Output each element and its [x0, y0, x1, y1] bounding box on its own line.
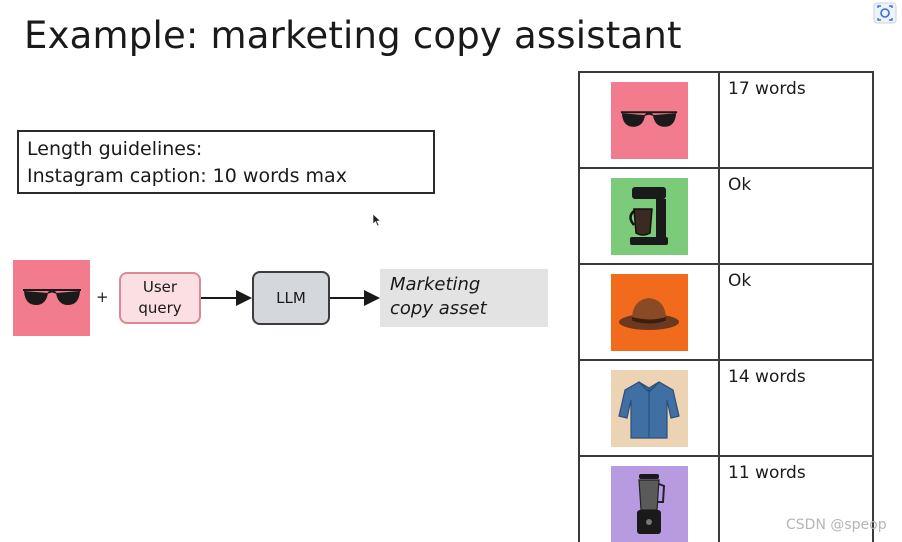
table-row: Ok	[578, 167, 874, 265]
product-tile	[610, 369, 688, 447]
user-query-node: User query	[119, 272, 201, 324]
product-image-cell	[578, 359, 720, 457]
sunglasses-icon	[620, 111, 678, 127]
product-tile	[610, 465, 688, 542]
sunglasses-icon	[22, 289, 81, 305]
hat-icon	[619, 298, 679, 330]
word-count-cell: 11 words	[718, 455, 874, 542]
guidelines-heading: Length guidelines:	[27, 138, 203, 160]
plus-sign: +	[96, 288, 109, 306]
marketing-copy-asset-node: Marketing copy asset	[380, 269, 548, 327]
blender-icon	[637, 474, 666, 534]
asset-label-line1: Marketing	[390, 274, 481, 295]
table-row: 11 words	[578, 455, 874, 542]
word-count-cell: Ok	[718, 167, 874, 265]
product-tile	[610, 177, 688, 255]
word-count-cell: 14 words	[718, 359, 874, 457]
shirt-icon	[618, 381, 680, 439]
table-row: 14 words	[578, 359, 874, 457]
product-image-cell	[578, 263, 720, 361]
llm-node: LLM	[252, 271, 330, 325]
results-table: 17 words Ok	[578, 71, 874, 542]
product-tile	[610, 81, 688, 159]
slide-title: Example: marketing copy assistant	[24, 14, 682, 57]
product-image-cell	[578, 167, 720, 265]
length-guidelines-box: Length guidelines: Instagram caption: 10…	[17, 130, 435, 194]
screenshot-lens-icon[interactable]	[873, 2, 897, 24]
asset-label-line2: copy asset	[390, 298, 487, 319]
coffee-maker-icon	[629, 187, 668, 245]
llm-label: LLM	[276, 289, 306, 307]
user-query-label-line1: User	[142, 278, 178, 296]
table-row: Ok	[578, 263, 874, 361]
guidelines-instagram-rule: Instagram caption: 10 words max	[27, 165, 347, 187]
product-image-cell	[578, 71, 720, 169]
watermark: CSDN @speop	[786, 517, 887, 533]
input-product-image	[13, 260, 90, 336]
user-query-label-line2: query	[138, 299, 182, 317]
word-count-cell: Ok	[718, 263, 874, 361]
table-row: 17 words	[578, 71, 874, 169]
word-count-cell: 17 words	[718, 71, 874, 169]
product-image-cell	[578, 455, 720, 542]
mouse-cursor-icon	[372, 213, 382, 227]
product-tile	[610, 273, 688, 351]
